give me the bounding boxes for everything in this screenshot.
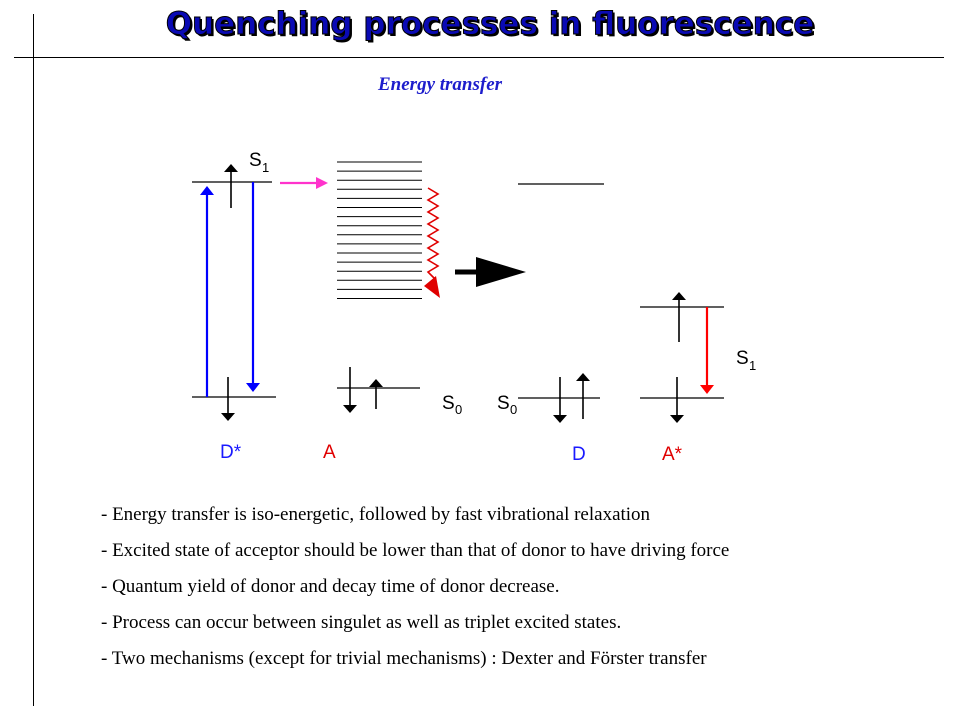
- label-acceptor-s0: S 0: [442, 393, 462, 417]
- title-rule: [14, 57, 944, 58]
- label-donor-s1-main: S: [249, 150, 262, 171]
- slide-title-shadow: Quenching processes in fluorescence: [167, 8, 817, 44]
- left-rule: [33, 14, 34, 706]
- label-acceptor-s0-sub: 0: [455, 402, 462, 417]
- label-acceptor-right-s1: S 1: [736, 348, 756, 373]
- relaxation-arrowhead: [424, 276, 440, 298]
- label-acceptor: A: [323, 442, 336, 463]
- bullet-item: - Excited state of acceptor should be lo…: [101, 540, 730, 561]
- bullet-item: - Quantum yield of donor and decay time …: [101, 576, 560, 597]
- process-arrow-head: [476, 257, 526, 287]
- label-acceptor-right-s1-main: S: [736, 348, 749, 369]
- label-acceptor-right-s1-sub: 1: [749, 358, 756, 373]
- slide-title: Quenching processes in fluorescence Quen…: [0, 6, 960, 45]
- label-donor-excited: D*: [220, 442, 242, 463]
- bullet-item: - Two mechanisms (except for trivial mec…: [101, 648, 707, 669]
- slide-title-text: Quenching processes in fluorescence: [165, 6, 815, 43]
- label-acceptor-excited: A*: [662, 444, 683, 465]
- label-donor-right-s0-sub: 0: [510, 402, 517, 417]
- label-donor-right-s0: S 0: [497, 393, 517, 417]
- bullet-item: - Energy transfer is iso-energetic, foll…: [101, 504, 651, 525]
- label-acceptor-s0-main: S: [442, 393, 455, 414]
- label-donor: D: [572, 444, 586, 465]
- bullet-list: - Energy transfer is iso-energetic, foll…: [101, 503, 729, 683]
- slide-subtitle: Energy transfer: [378, 74, 503, 95]
- label-donor-s1-sub: 1: [262, 160, 269, 175]
- label-donor-s1: S 1: [249, 150, 269, 175]
- bullet-item: - Process can occur between singulet as …: [101, 612, 622, 633]
- vibrational-relaxation-squiggle: [426, 187, 440, 281]
- vibrational-levels: [337, 161, 422, 299]
- label-donor-right-s0-main: S: [497, 393, 510, 414]
